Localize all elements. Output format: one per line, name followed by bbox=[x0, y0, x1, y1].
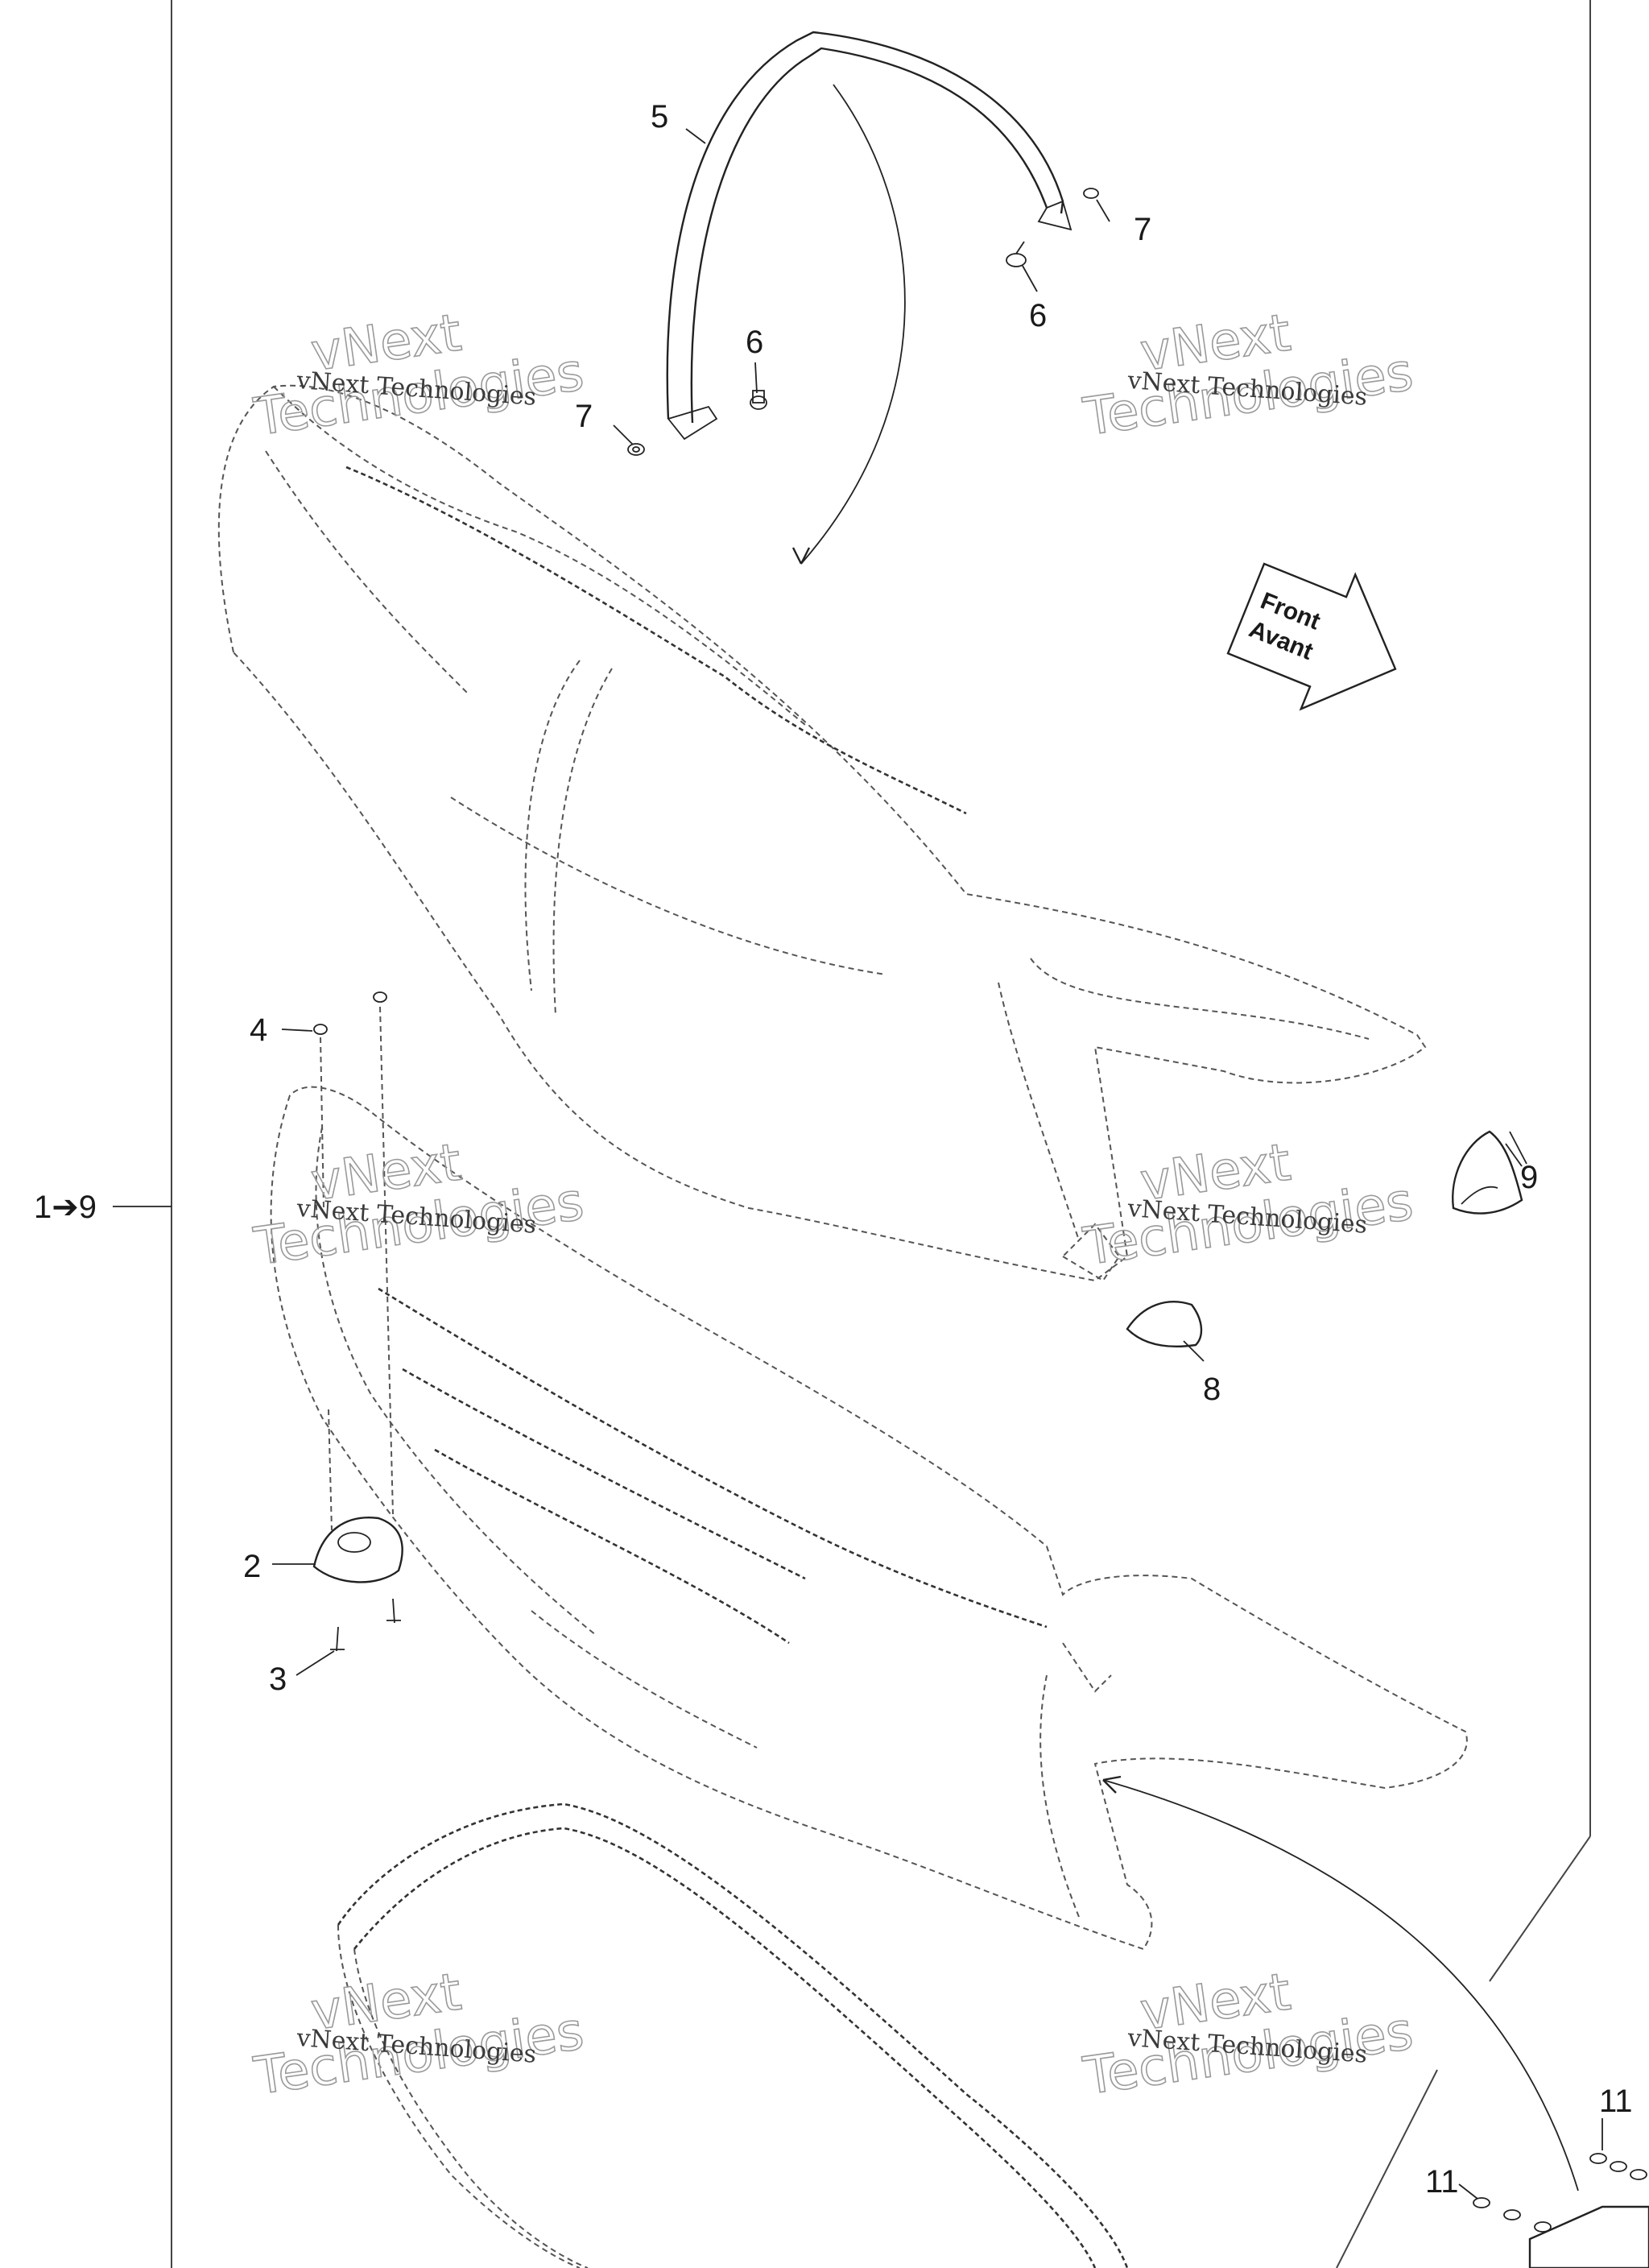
callout-6-right: 6 bbox=[1029, 298, 1047, 333]
front-direction-arrow: Front Avant bbox=[1226, 562, 1397, 711]
callout-11-right: 11 bbox=[1599, 2084, 1633, 2119]
watermark-middle-left: vNext Technologies vNext Technologies bbox=[250, 1132, 588, 1278]
callout-4: 4 bbox=[250, 1012, 267, 1048]
watermark-bottom-left: vNext Technologies vNext Technologies bbox=[250, 1962, 588, 2108]
callout-11-left: 11 bbox=[1425, 2164, 1459, 2200]
callout-2: 2 bbox=[243, 1549, 261, 1584]
watermark-top-right: vNext Technologies vNext Technologies bbox=[1079, 303, 1417, 449]
seat-bracket bbox=[312, 991, 403, 1652]
callout-9: 9 bbox=[1520, 1160, 1538, 1195]
bottom-right-hardware bbox=[1473, 2153, 1649, 2268]
diagram-frame bbox=[113, 0, 1591, 2268]
watermark-top-left: vNext Technologies vNext Technologies bbox=[250, 303, 588, 449]
seat-base-outline bbox=[270, 1086, 1468, 1951]
seat-seal bbox=[337, 1802, 1129, 2268]
callout-8: 8 bbox=[1203, 1372, 1221, 1407]
callout-7-left: 7 bbox=[575, 399, 593, 434]
callout-6-left: 6 bbox=[746, 325, 763, 360]
range-label: 1➔9 bbox=[34, 1190, 97, 1225]
watermark-middle-right: vNext Technologies vNext Technologies bbox=[1079, 1132, 1417, 1278]
callout-leaders bbox=[272, 128, 1603, 2200]
callout-5: 5 bbox=[651, 99, 668, 135]
watermark-bottom-right: vNext Technologies vNext Technologies bbox=[1079, 1962, 1417, 2108]
callout-3: 3 bbox=[269, 1662, 287, 1697]
callout-numbers: 5 7 6 6 7 4 9 8 2 3 11 11 bbox=[243, 99, 1633, 2200]
callout-7-right: 7 bbox=[1134, 212, 1151, 247]
seat-caps bbox=[1126, 1130, 1523, 1347]
seat-strap bbox=[666, 31, 1072, 565]
strap-hardware bbox=[627, 188, 1099, 456]
seat-cover-outline bbox=[217, 384, 1427, 1282]
assembly-arrow-lower bbox=[1102, 1775, 1579, 2191]
